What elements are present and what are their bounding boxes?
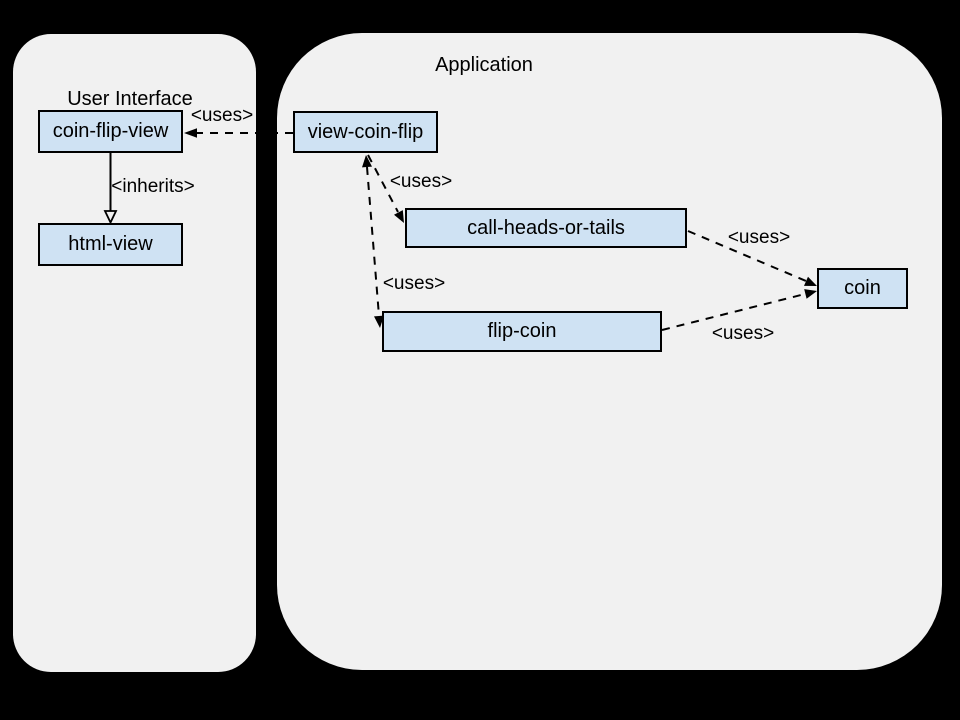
- container-title-application: Application: [435, 54, 533, 76]
- edge-label-inherits: <inherits>: [111, 176, 195, 197]
- node-coin: coin: [817, 268, 908, 309]
- node-coin-flip-view: coin-flip-view: [38, 110, 183, 153]
- node-view-coin-flip: view-coin-flip: [293, 111, 438, 153]
- edge-label-uses-view-coin-flip-to-flip-coin: <uses>: [382, 273, 446, 294]
- node-flip-coin: flip-coin: [382, 311, 662, 352]
- edge-label-uses-view-coin-flip-to-coin-flip-view: <uses>: [190, 105, 254, 126]
- edge-label-uses-call-heads-or-tails-to-coin: <uses>: [727, 227, 791, 248]
- node-html-view: html-view: [38, 223, 183, 266]
- container-title-user-interface: User Interface: [67, 88, 193, 110]
- edge-label-uses-view-coin-flip-to-call-heads-or-tails: <uses>: [389, 171, 453, 192]
- edge-label-uses-flip-coin-to-coin: <uses>: [711, 323, 775, 344]
- node-call-heads-or-tails: call-heads-or-tails: [405, 208, 687, 248]
